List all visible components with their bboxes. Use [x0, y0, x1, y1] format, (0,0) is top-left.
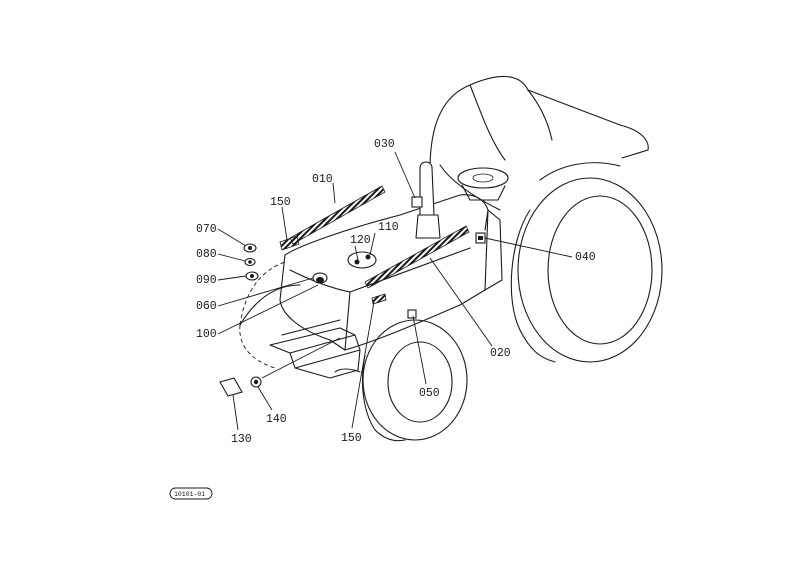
- callout-100: 100: [196, 328, 217, 341]
- reference-code: 10101-01: [174, 491, 205, 498]
- front-wheel: [334, 319, 468, 442]
- callout-020: 020: [490, 347, 511, 360]
- callout-120: 120: [350, 234, 371, 247]
- plate-130: [219, 377, 243, 397]
- washers-070-090: [243, 243, 259, 281]
- decal-020: [364, 225, 470, 289]
- hood: [279, 194, 503, 351]
- exhaust-pipe: [415, 161, 441, 239]
- callout-010: 010: [312, 173, 333, 186]
- steering-wheel: [457, 167, 509, 201]
- callout-030: 030: [374, 138, 395, 151]
- decal-150-top: [279, 235, 300, 251]
- callout-130: 130: [231, 433, 252, 446]
- reference-code-badge: 10101-01: [169, 487, 213, 500]
- light-060: [312, 272, 328, 284]
- callout-070: 070: [196, 223, 217, 236]
- callout-080: 080: [196, 248, 217, 261]
- callout-110: 110: [378, 221, 399, 234]
- callout-060: 060: [196, 300, 217, 313]
- decal-010: [289, 185, 386, 245]
- emblem-040: [475, 232, 486, 244]
- badge-110-120: [347, 251, 377, 269]
- callout-040: 040: [575, 251, 596, 264]
- callout-150-top: 150: [270, 196, 291, 209]
- leader-lines: [217, 151, 573, 431]
- rear-wheel: [510, 162, 663, 363]
- callout-150-bottom: 150: [341, 432, 362, 445]
- callout-140: 140: [266, 413, 287, 426]
- bolt-140: [250, 376, 262, 388]
- callout-labels: 010 030 150 110 120 070 080 090 060 100 …: [196, 138, 596, 446]
- front-bumper: [269, 319, 361, 379]
- rear-fender: [419, 75, 649, 211]
- callout-090: 090: [196, 274, 217, 287]
- callout-050: 050: [419, 387, 440, 400]
- front-grille: [239, 261, 301, 369]
- emblem-030: [411, 196, 423, 208]
- decal-150-bottom: [371, 293, 387, 305]
- emblem-050: [407, 309, 417, 319]
